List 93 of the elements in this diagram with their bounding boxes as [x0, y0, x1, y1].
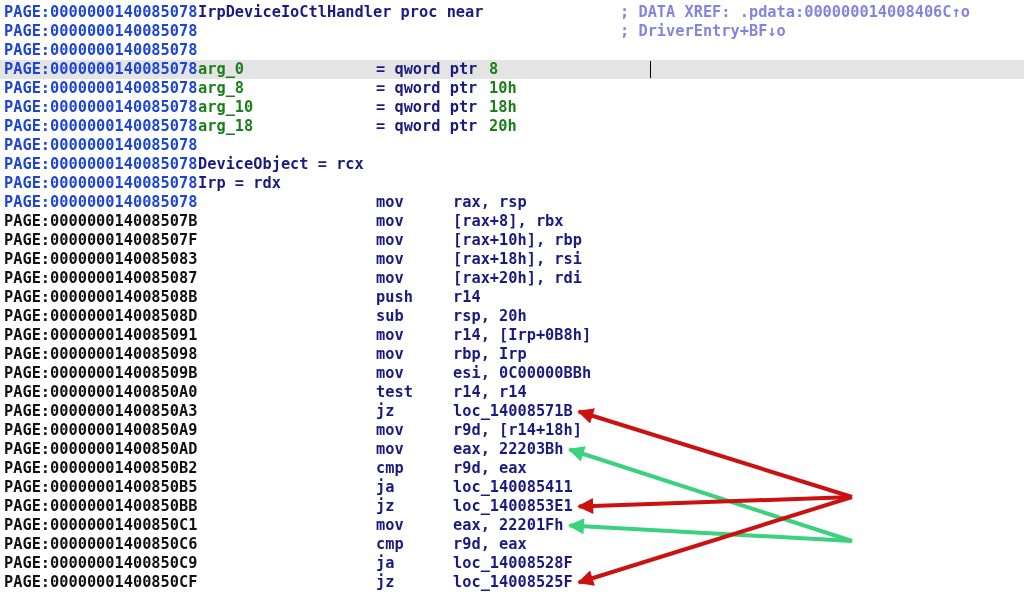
number: 20h: [489, 117, 517, 136]
declaration: = qword ptr: [376, 60, 478, 79]
address: PAGE:0000000140085087: [4, 269, 198, 288]
declaration: = qword ptr: [376, 79, 478, 98]
number: 10h: [489, 79, 517, 98]
address: PAGE:000000014008508B: [4, 288, 198, 307]
variable-name: arg_8: [198, 79, 245, 98]
address: PAGE:0000000140085083: [4, 250, 198, 269]
operand: rax, rsp: [453, 193, 527, 212]
number: 8: [489, 60, 499, 79]
address: PAGE:0000000140085078: [4, 136, 198, 155]
address: PAGE:0000000140085078: [4, 98, 198, 117]
operand: r14: [453, 288, 481, 307]
mnemonic: cmp: [376, 459, 404, 478]
address: PAGE:00000001400850C6: [4, 535, 198, 554]
operand: [rax+10h], rbp: [453, 231, 582, 250]
address: PAGE:0000000140085078: [4, 79, 198, 98]
operand: esi, 0C00000BBh: [453, 364, 592, 383]
operand: r9d, eax: [453, 535, 527, 554]
operand: eax, 22201Fh: [453, 516, 564, 535]
operand: eax, 22203Bh: [453, 440, 564, 459]
operand: [rax+20h], rdi: [453, 269, 582, 288]
mnemonic: ja: [376, 478, 395, 497]
arrow: [577, 495, 853, 586]
address: PAGE:0000000140085098: [4, 345, 198, 364]
address: PAGE:00000001400850C1: [4, 516, 198, 535]
comment: ; DATA XREF: .pdata:000000014008406C↑o: [620, 3, 970, 22]
mnemonic: mov: [376, 440, 404, 459]
operand: loc_14008528F: [453, 554, 573, 573]
mnemonic: mov: [376, 250, 404, 269]
address: PAGE:00000001400850A9: [4, 421, 198, 440]
mnemonic: mov: [376, 364, 404, 383]
declaration: = qword ptr: [376, 117, 478, 136]
mnemonic: sub: [376, 307, 404, 326]
operand: loc_14008525F: [453, 573, 573, 592]
address: PAGE:0000000140085091: [4, 326, 198, 345]
operand: r9d, [r14+18h]: [453, 421, 582, 440]
operand: r9d, eax: [453, 459, 527, 478]
address: PAGE:0000000140085078: [4, 22, 198, 41]
register-alias: Irp = rdx: [198, 174, 281, 193]
variable-name: arg_18: [198, 117, 254, 136]
mnemonic: cmp: [376, 535, 404, 554]
mnemonic: mov: [376, 345, 404, 364]
mnemonic: mov: [376, 421, 404, 440]
number: 18h: [489, 98, 517, 117]
mnemonic: mov: [376, 326, 404, 345]
arrow: [567, 518, 853, 543]
operand: loc_140085411: [453, 478, 573, 497]
address: PAGE:00000001400850B2: [4, 459, 198, 478]
address: PAGE:000000014008509B: [4, 364, 198, 383]
mnemonic: push: [376, 288, 413, 307]
variable-name: arg_0: [198, 60, 245, 79]
operand: loc_1400853E1: [453, 497, 573, 516]
address: PAGE:00000001400850A0: [4, 383, 198, 402]
address: PAGE:000000014008507B: [4, 212, 198, 231]
address: PAGE:0000000140085078: [4, 41, 198, 60]
address: PAGE:0000000140085078: [4, 155, 198, 174]
address: PAGE:0000000140085078: [4, 117, 198, 136]
register-alias: DeviceObject = rcx: [198, 155, 364, 174]
operand: r14, [Irp+0B8h]: [453, 326, 592, 345]
address: PAGE:00000001400850AD: [4, 440, 198, 459]
operand: loc_14008571B: [453, 402, 573, 421]
address: PAGE:0000000140085078: [4, 174, 198, 193]
mnemonic: mov: [376, 193, 404, 212]
mnemonic: test: [376, 383, 413, 402]
variable-name: arg_10: [198, 98, 254, 117]
mnemonic: jz: [376, 497, 395, 516]
operand: rbp, Irp: [453, 345, 527, 364]
operand: [rax+18h], rsi: [453, 250, 582, 269]
mnemonic: mov: [376, 212, 404, 231]
mnemonic: mov: [376, 516, 404, 535]
address: PAGE:0000000140085078: [4, 60, 198, 79]
operand: r14, r14: [453, 383, 527, 402]
mnemonic: mov: [376, 269, 404, 288]
comment: ; DriverEntry+BF↓o: [620, 22, 786, 41]
operand: rsp, 20h: [453, 307, 527, 326]
address: PAGE:000000014008507F: [4, 231, 198, 250]
address: PAGE:000000014008508D: [4, 307, 198, 326]
address: PAGE:00000001400850A3: [4, 402, 198, 421]
mnemonic: jz: [376, 402, 395, 421]
procedure-name: IrpDeviceIoCtlHandler proc near: [198, 3, 484, 22]
address: PAGE:0000000140085078: [4, 193, 198, 212]
address: PAGE:00000001400850BB: [4, 497, 198, 516]
mnemonic: ja: [376, 554, 395, 573]
arrow: [577, 495, 853, 514]
mnemonic: mov: [376, 231, 404, 250]
address: PAGE:0000000140085078: [4, 3, 198, 22]
address: PAGE:00000001400850C9: [4, 554, 198, 573]
mnemonic: jz: [376, 573, 395, 592]
declaration: = qword ptr: [376, 98, 478, 117]
operand: [rax+8], rbx: [453, 212, 564, 231]
address: PAGE:00000001400850CF: [4, 573, 198, 592]
address: PAGE:00000001400850B5: [4, 478, 198, 497]
